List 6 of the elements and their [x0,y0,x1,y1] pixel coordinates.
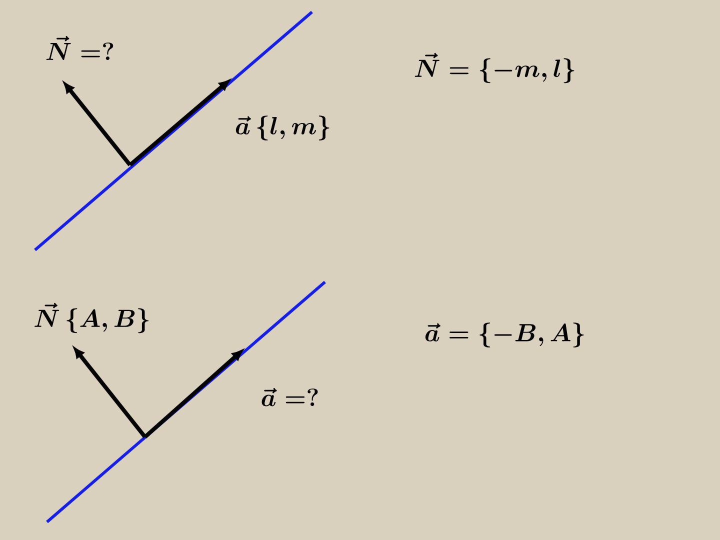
formula: $\vec{N}=\left\{-m,l\right\}$ [414,52,574,84]
formula: $\vec{N}=?$ [46,36,114,60]
formula: $\vec{N}\left\{A,B\right\}$ [34,302,149,334]
formula: $\vec{a}\left\{l,m\right\}$ [236,116,330,140]
formula: $\vec{a}=\left\{-B,A\right\}$ [425,322,584,348]
formula: $\vec{a}=?$ [262,388,318,406]
